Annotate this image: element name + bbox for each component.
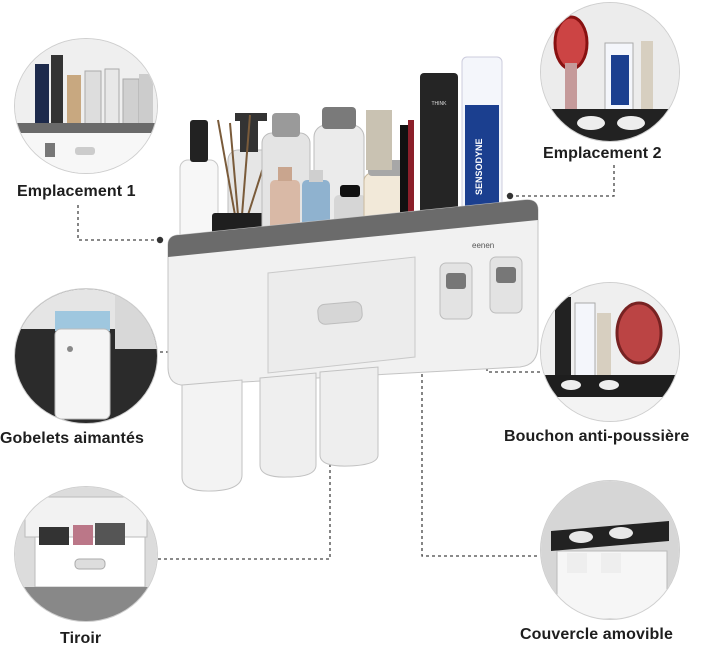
detail-slot2-circle [540, 2, 680, 142]
label-drawer: Tiroir [60, 630, 102, 647]
label-slot1: Emplacement 1 [17, 183, 136, 200]
detail-dustcap-circle [540, 282, 680, 422]
label-lid: Couvercle amovible [520, 626, 673, 643]
detail-slot1-circle [14, 38, 158, 174]
svg-text:SENSODYNE: SENSODYNE [474, 138, 484, 195]
label-slot2: Emplacement 2 [543, 145, 662, 162]
brand-mark: eenen [472, 241, 495, 250]
detail-cups-circle [14, 288, 158, 424]
detail-lid-circle [540, 480, 680, 620]
detail-drawer-circle [14, 486, 158, 622]
product-toothbrush-holder: THINK SENSODYNE eenen [150, 45, 550, 505]
svg-text:THINK: THINK [432, 101, 448, 107]
label-cups: Gobelets aimantés [0, 430, 144, 447]
label-dustcap: Bouchon anti-poussière [504, 428, 690, 445]
